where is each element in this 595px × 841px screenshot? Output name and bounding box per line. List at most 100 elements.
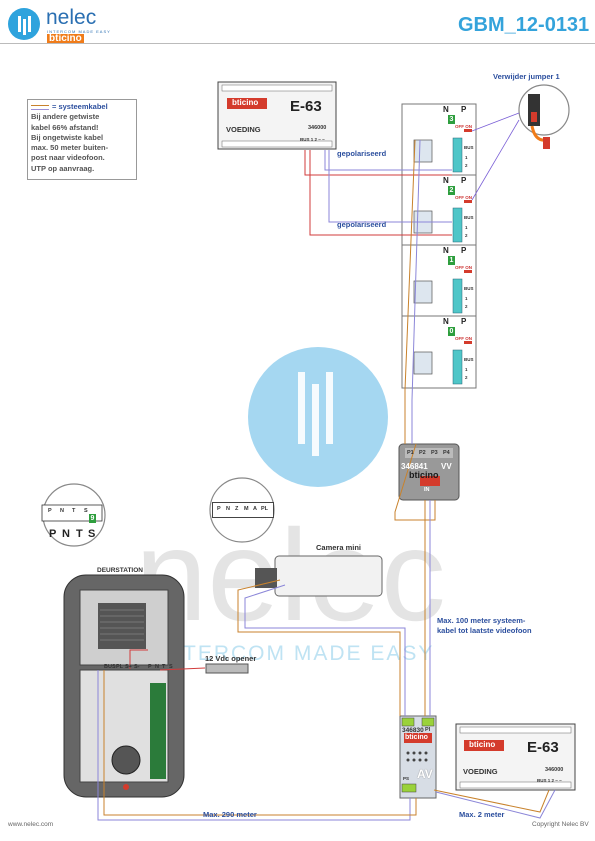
door-terminal-pl: PL bbox=[116, 664, 124, 670]
max-2-label: Max. 2 meter bbox=[459, 810, 505, 819]
ps-bottom-partno: 346000 bbox=[545, 767, 564, 773]
vp-0-p: P bbox=[461, 317, 467, 326]
dist-port-2: P2 bbox=[419, 450, 426, 456]
power-supply-top bbox=[217, 81, 337, 150]
vp-3-n: N bbox=[443, 105, 449, 114]
vp-3-p: P bbox=[461, 105, 467, 114]
vp-1-number: 1 bbox=[448, 256, 455, 265]
note-line: Bij ongetwiste kabel bbox=[31, 132, 104, 142]
camera-mini bbox=[209, 477, 383, 597]
zoom-number: 9 bbox=[89, 514, 96, 523]
brand-logo[interactable]: nelec INTERCOM MADE EASY bticino bbox=[8, 6, 118, 44]
iface-av: AV bbox=[417, 767, 433, 781]
dist-brand: bticino bbox=[409, 470, 439, 480]
iface-ps: PS bbox=[403, 776, 410, 781]
zoom-head-p: P bbox=[48, 508, 52, 514]
brand-tagline: INTERCOM MADE EASY bbox=[47, 29, 111, 34]
header-divider bbox=[0, 43, 595, 44]
ps-bottom-label: VOEDING bbox=[463, 767, 498, 776]
door-terminal-p: P bbox=[148, 664, 152, 670]
note-line: kabel 66% afstand! bbox=[31, 122, 99, 132]
vp-0-switch: OFF ON bbox=[455, 336, 472, 341]
vp-terminal-1: 1 bbox=[465, 367, 468, 372]
polarized-label-2: gepolariseerd bbox=[337, 220, 387, 229]
iface-code: 346830 bbox=[402, 727, 424, 734]
ps-top-model: E-63 bbox=[290, 98, 322, 115]
document-code: GBM_12-0131 bbox=[458, 14, 590, 36]
interface-346830 bbox=[399, 715, 437, 799]
vp-0-n: N bbox=[443, 317, 449, 326]
power-supply-bottom bbox=[455, 723, 576, 791]
ps-bottom-terminals: BUS 1 2 ~ ~ bbox=[537, 778, 562, 783]
zoom-label-n: N bbox=[62, 528, 70, 540]
vp-3-number: 3 bbox=[448, 115, 455, 124]
ps-bottom-model: E-63 bbox=[527, 739, 559, 756]
iface-brand: bticino bbox=[405, 734, 428, 741]
camera-terminal-n: N bbox=[226, 506, 230, 512]
vp-terminal-bus: BUS bbox=[464, 215, 474, 220]
zoom-head-n: N bbox=[60, 508, 64, 514]
jumper-callout-graphic bbox=[471, 84, 570, 201]
camera-terminal-m: M bbox=[244, 506, 249, 512]
vp-2-switch: OFF ON bbox=[455, 195, 472, 200]
zoom-head-s: S bbox=[84, 508, 88, 514]
door-station-label: DEURSTATION bbox=[97, 567, 143, 574]
watermark-tagline: INTERCOM MADE EASY bbox=[158, 642, 435, 665]
note-line: post naar videofoon. bbox=[31, 153, 105, 163]
vp-1-p: P bbox=[461, 246, 467, 255]
iface-pi: PI bbox=[425, 727, 431, 733]
camera-terminal-z: Z bbox=[235, 506, 239, 512]
camera-terminal-pl: PL bbox=[261, 506, 269, 512]
door-terminal-t: T bbox=[162, 664, 166, 670]
dist-vv: VV bbox=[441, 462, 452, 471]
vp-2-p: P bbox=[461, 176, 467, 185]
vp-terminal-2: 2 bbox=[465, 304, 468, 309]
door-terminal-s-plus: S+ bbox=[125, 664, 132, 670]
vp-terminal-2: 2 bbox=[465, 233, 468, 238]
note-line: max. 50 meter buiten- bbox=[31, 143, 109, 153]
partner-logo: bticino bbox=[47, 33, 84, 44]
max-100-label: Max. 100 meter systeem- kabel tot laatst… bbox=[437, 616, 532, 635]
note-line: UTP op aanvraag. bbox=[31, 163, 95, 173]
vp-2-n: N bbox=[443, 176, 449, 185]
footer-copyright: Copyright Nelec BV bbox=[532, 821, 589, 828]
vp-terminal-bus: BUS bbox=[464, 145, 474, 150]
legend-label: = systeemkabel bbox=[52, 102, 108, 111]
dist-in-label: IN bbox=[424, 487, 430, 493]
max-290-label: Max. 290 meter bbox=[203, 810, 257, 819]
camera-terminal-strip: P N Z M A PL bbox=[212, 502, 274, 518]
door-terminal-s-minus: S- bbox=[134, 664, 140, 670]
vp-3-switch: OFF ON bbox=[455, 124, 472, 129]
vp-0-number: 0 bbox=[448, 327, 455, 336]
ps-top-label: VOEDING bbox=[226, 125, 261, 134]
dist-port-3: P3 bbox=[431, 450, 438, 456]
cables bbox=[97, 139, 556, 821]
door-terminal-bus: BUS bbox=[104, 664, 116, 670]
cable-note: = systeemkabel Bij andere getwiste kabel… bbox=[27, 99, 137, 180]
vp-terminal-2: 2 bbox=[465, 163, 468, 168]
ps-top-partno: 346000 bbox=[308, 125, 327, 131]
vp-terminal-bus: BUS bbox=[464, 286, 474, 291]
camera-terminal-a: A bbox=[253, 506, 257, 512]
door-station-graphic bbox=[41, 483, 185, 798]
ps-bottom-brand: bticino bbox=[469, 740, 496, 749]
dist-port-1: P1 bbox=[407, 450, 414, 456]
zoom-label-s: S bbox=[88, 528, 96, 540]
footer-url[interactable]: www.nelec.com bbox=[8, 821, 54, 828]
nelec-logo-icon bbox=[8, 8, 40, 40]
door-opener bbox=[205, 663, 249, 674]
vp-2-number: 2 bbox=[448, 186, 455, 195]
ps-top-terminals: BUS 1 2 ~ ~ bbox=[300, 137, 325, 142]
door-terminal-s: S bbox=[169, 664, 173, 670]
zoom-head-t: T bbox=[72, 508, 76, 514]
zoom-label-t: T bbox=[76, 528, 83, 540]
vp-terminal-1: 1 bbox=[465, 296, 468, 301]
jumper-label: Verwijder jumper 1 bbox=[493, 72, 560, 81]
vp-terminal-2: 2 bbox=[465, 375, 468, 380]
vp-terminal-1: 1 bbox=[465, 225, 468, 230]
dist-code: 346841 bbox=[401, 462, 428, 471]
zoom-label-p: P bbox=[49, 528, 57, 540]
vp-terminal-bus: BUS bbox=[464, 357, 474, 362]
vp-1-switch: OFF ON bbox=[455, 265, 472, 270]
